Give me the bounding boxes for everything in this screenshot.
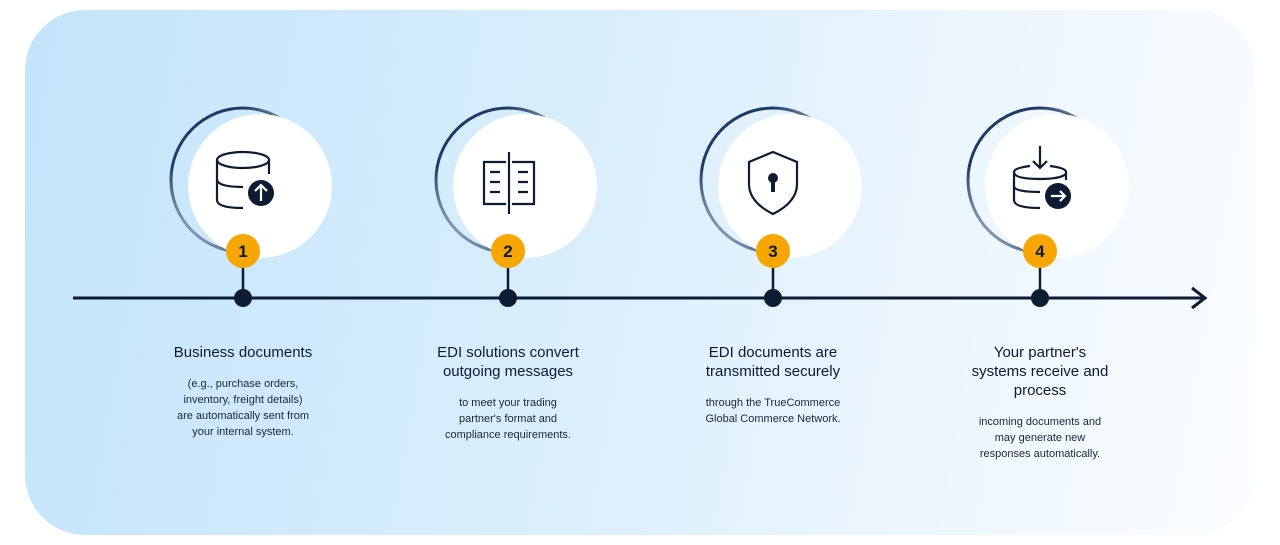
step-number-badge [756,234,790,268]
step-3-text: EDI documents are transmitted securely t… [663,343,883,427]
step-description: incoming documents and may generate new … [978,416,1102,460]
step-circle [718,114,862,258]
timeline-dot [764,289,782,307]
step-4-text: Your partner's systems receive and proce… [930,343,1150,462]
step-1-text: Business documents (e.g., purchase order… [133,343,353,440]
step-number: 3 [768,242,777,261]
step-title: EDI documents are transmitted securely [705,344,841,380]
step-number-badge [226,234,260,268]
step-2-text: EDI solutions convert outgoing messages … [398,343,618,443]
step-number: 2 [503,242,512,261]
step-title: Business documents [173,344,313,361]
timeline-dot [1031,289,1049,307]
document-convert-icon [482,152,536,214]
step-description: (e.g., purchase orders, inventory, freig… [176,378,310,438]
step-2-node: 2 [434,106,597,307]
step-number-badge [491,234,525,268]
database-upload-icon [215,150,274,210]
step-number-badge [1023,234,1057,268]
database-receive-icon [1012,146,1071,210]
step-number: 4 [1035,242,1045,261]
step-4-node: 4 [966,106,1129,307]
step-description: through the TrueCommerce Global Commerce… [705,397,841,425]
step-1-node: 1 [169,106,332,307]
step-description: to meet your trading partner's format an… [445,397,571,441]
step-3-node: 3 [699,106,862,307]
shield-lock-icon [747,150,799,216]
background-panel [25,10,1255,535]
timeline-dot [499,289,517,307]
step-title: EDI solutions convert outgoing messages [437,344,579,380]
step-title: Your partner's systems receive and proce… [971,344,1109,399]
step-circle [453,114,597,258]
timeline-dot [234,289,252,307]
step-number: 1 [238,242,247,261]
timeline-arrow-icon [1191,286,1208,310]
